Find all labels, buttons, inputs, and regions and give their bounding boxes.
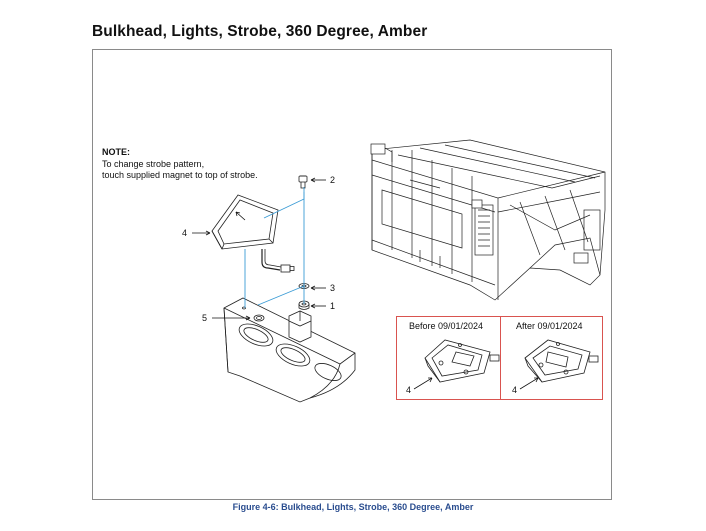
screw-drawing <box>298 175 308 189</box>
revision-inset: Before 09/01/2024 After 09/01/2024 <box>396 316 603 400</box>
inset-before-drawing <box>424 339 500 383</box>
callout-leaders <box>192 177 539 390</box>
inset-after-callout: 4 <box>512 385 518 395</box>
inset-after-drawing <box>524 339 599 383</box>
note-line-2: touch supplied magnet to top of strobe. <box>102 170 258 180</box>
inset-after-label: After 09/01/2024 <box>516 321 583 331</box>
note-heading: NOTE: <box>102 147 130 157</box>
figure-caption: Figure 4-6: Bulkhead, Lights, Strobe, 36… <box>232 502 474 512</box>
callout-3: 3 <box>330 283 336 293</box>
bulkhead-drawing <box>223 297 356 403</box>
callout-2: 2 <box>330 175 336 185</box>
note-line-1: To change strobe pattern, <box>102 158 205 169</box>
inset-before-callout: 4 <box>406 385 412 395</box>
truck-bed-drawing <box>370 139 606 301</box>
assembly-lines <box>244 187 305 308</box>
strobe-light-drawing <box>211 194 295 273</box>
inset-divider <box>500 317 501 399</box>
page-title: Bulkhead, Lights, Strobe, 360 Degree, Am… <box>92 23 428 40</box>
inset-before-label: Before 09/01/2024 <box>409 321 484 331</box>
callout-4: 4 <box>182 228 188 238</box>
callout-1: 1 <box>330 301 336 311</box>
figure-frame <box>92 49 612 500</box>
note-block: NOTE: To change strobe pattern, touch su… <box>102 147 258 182</box>
callout-5: 5 <box>202 313 208 323</box>
